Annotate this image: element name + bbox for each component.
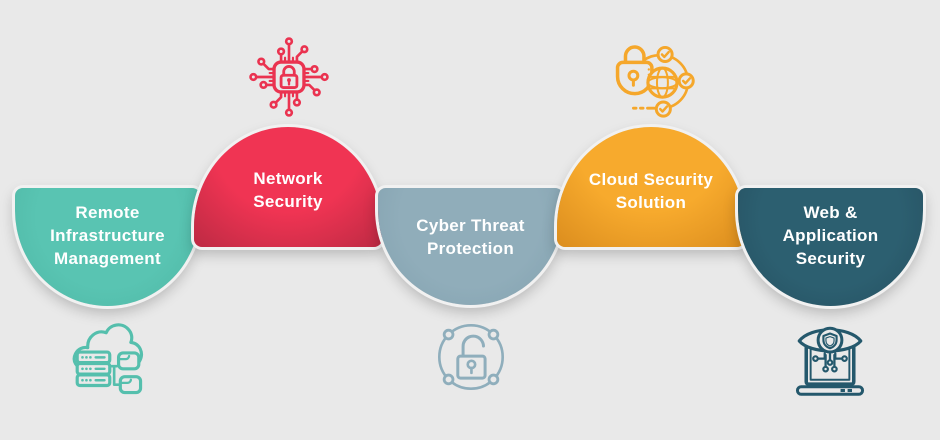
laptop-eye-shield-icon [786, 319, 874, 407]
service-title-line: Protection [426, 239, 515, 258]
service-title: Web & Application Security [738, 201, 923, 270]
service-title-line: Web & [803, 203, 858, 222]
service-title-line: Cloud Security [588, 170, 714, 189]
service-title-line: Cyber Threat [416, 216, 525, 235]
service-title-line: Remote [75, 203, 140, 222]
service-bubble-network-security: Network Security [194, 127, 382, 247]
service-title: Remote Infrastructure Management [15, 201, 200, 270]
service-title-line: Solution [615, 193, 687, 212]
cloud-server-icon [64, 316, 152, 404]
service-title-line: Network [253, 169, 323, 188]
lock-globe-check-icon [607, 36, 695, 124]
service-bubble-cloud-security-solution: Cloud Security Solution [557, 127, 745, 247]
service-title: Network Security [194, 167, 382, 213]
service-title: Cyber Threat Protection [378, 214, 563, 260]
service-bubble-cyber-threat-protection: Cyber Threat Protection [378, 188, 563, 305]
service-bubble-remote-infrastructure-management: Remote Infrastructure Management [15, 188, 200, 306]
service-bubble-web-application-security: Web & Application Security [738, 188, 923, 306]
service-title-line: Security [253, 192, 323, 211]
service-title-line: Security [795, 249, 866, 268]
service-title-line: Application [782, 226, 879, 245]
service-title-line: Management [54, 249, 161, 268]
unlock-network-icon [427, 313, 515, 401]
service-title-line: Infrastructure [50, 226, 165, 245]
service-title: Cloud Security Solution [557, 168, 745, 214]
circuit-chip-lock-icon [245, 33, 333, 121]
